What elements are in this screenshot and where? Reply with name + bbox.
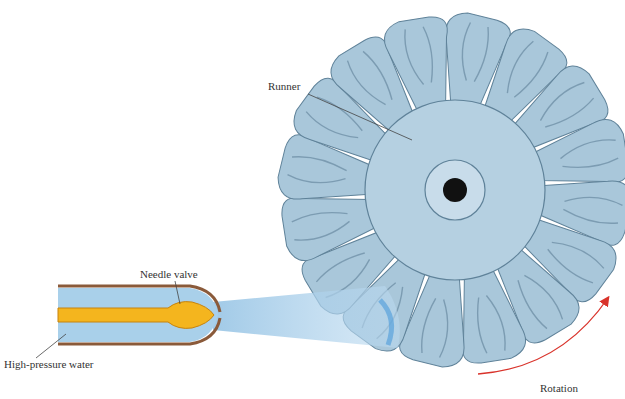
nozzle-water <box>58 288 218 342</box>
bucket-ridge <box>458 22 490 83</box>
bucket-ridge <box>344 49 398 110</box>
bucket-ridge <box>420 297 452 358</box>
jet-splash <box>380 300 392 345</box>
bucket-ridge <box>558 136 620 174</box>
leader-line <box>36 334 66 358</box>
bucket-ridge <box>512 271 566 332</box>
runner-hub <box>425 160 485 220</box>
rotation-arrow <box>478 298 608 374</box>
motion-label: Rotation <box>540 382 578 394</box>
part-label: Needle valve <box>140 268 198 280</box>
shaft <box>443 178 467 202</box>
bucket-ridge <box>287 155 348 187</box>
bucket-ridge <box>289 206 351 244</box>
bucket-ridge <box>536 79 597 133</box>
bucket-ridge <box>471 293 509 355</box>
leader-line <box>308 94 412 140</box>
needle-spear <box>58 302 214 329</box>
runner-disc <box>365 100 545 280</box>
bucket-ridge <box>562 193 623 225</box>
leader-line <box>175 281 180 304</box>
part-label: Runner <box>268 80 300 92</box>
bucket-ridge <box>401 24 439 86</box>
water-jet <box>213 286 400 348</box>
part-label: High-pressure water <box>4 358 94 370</box>
